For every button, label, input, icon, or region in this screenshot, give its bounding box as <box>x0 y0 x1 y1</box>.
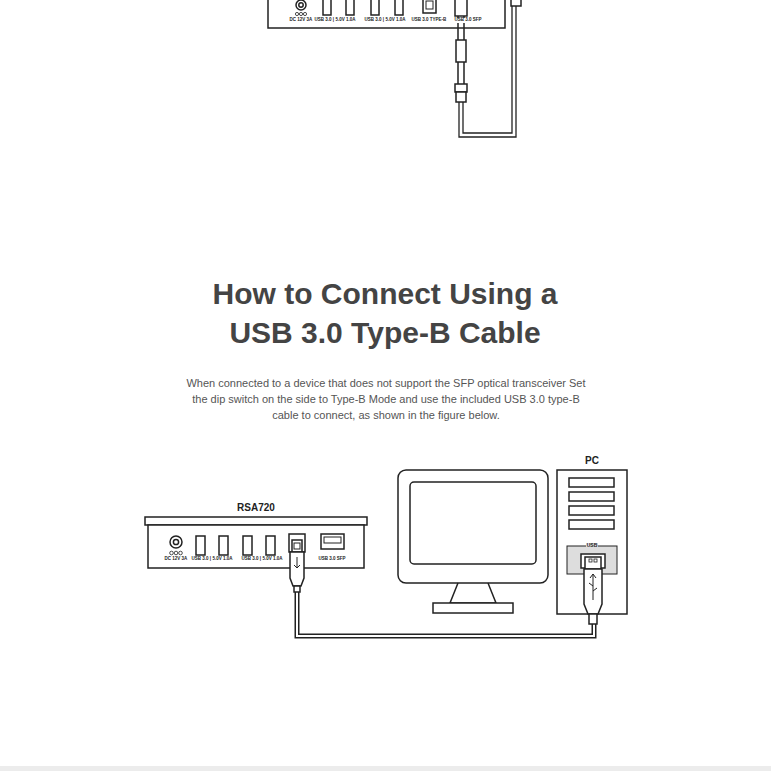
port-label: USB 3.0 SFP <box>317 557 346 562</box>
pc-tower <box>557 470 627 614</box>
monitor <box>398 470 548 613</box>
port-label: USB 3.0 TYPE-B <box>411 18 448 23</box>
type-b-plug <box>290 540 304 592</box>
top-device <box>268 0 521 28</box>
port-label: DC 12V 3A <box>289 18 314 23</box>
port-label: USB 3.0 SFP <box>453 18 482 23</box>
node-label: PC <box>557 455 627 466</box>
description-text: When connected to a device that does not… <box>181 375 591 423</box>
port-label: USB <box>586 543 599 549</box>
usb-a-plug <box>584 557 602 624</box>
title-heading: How to Connect Using a USB 3.0 Type-B Ca… <box>195 274 575 352</box>
device-box: RSA720 <box>145 517 367 568</box>
node-label: RSA720 <box>145 502 367 513</box>
port-label: USB 3.0 | 5.0V 1.0A <box>314 18 357 23</box>
port-label: USB 3.0 | 5.0V 1.0A <box>364 18 407 23</box>
bottom-band <box>0 766 771 771</box>
fiber-cable <box>455 6 516 137</box>
port-label: USB 3.0 | 5.0V 1.0A <box>191 557 234 562</box>
rsa720-device <box>145 517 367 568</box>
port-label: USB 3.0 | 5.0V 1.0A <box>241 557 284 562</box>
port-label: DC 12V 3A <box>164 557 189 562</box>
pc-box: PC <box>557 470 627 614</box>
